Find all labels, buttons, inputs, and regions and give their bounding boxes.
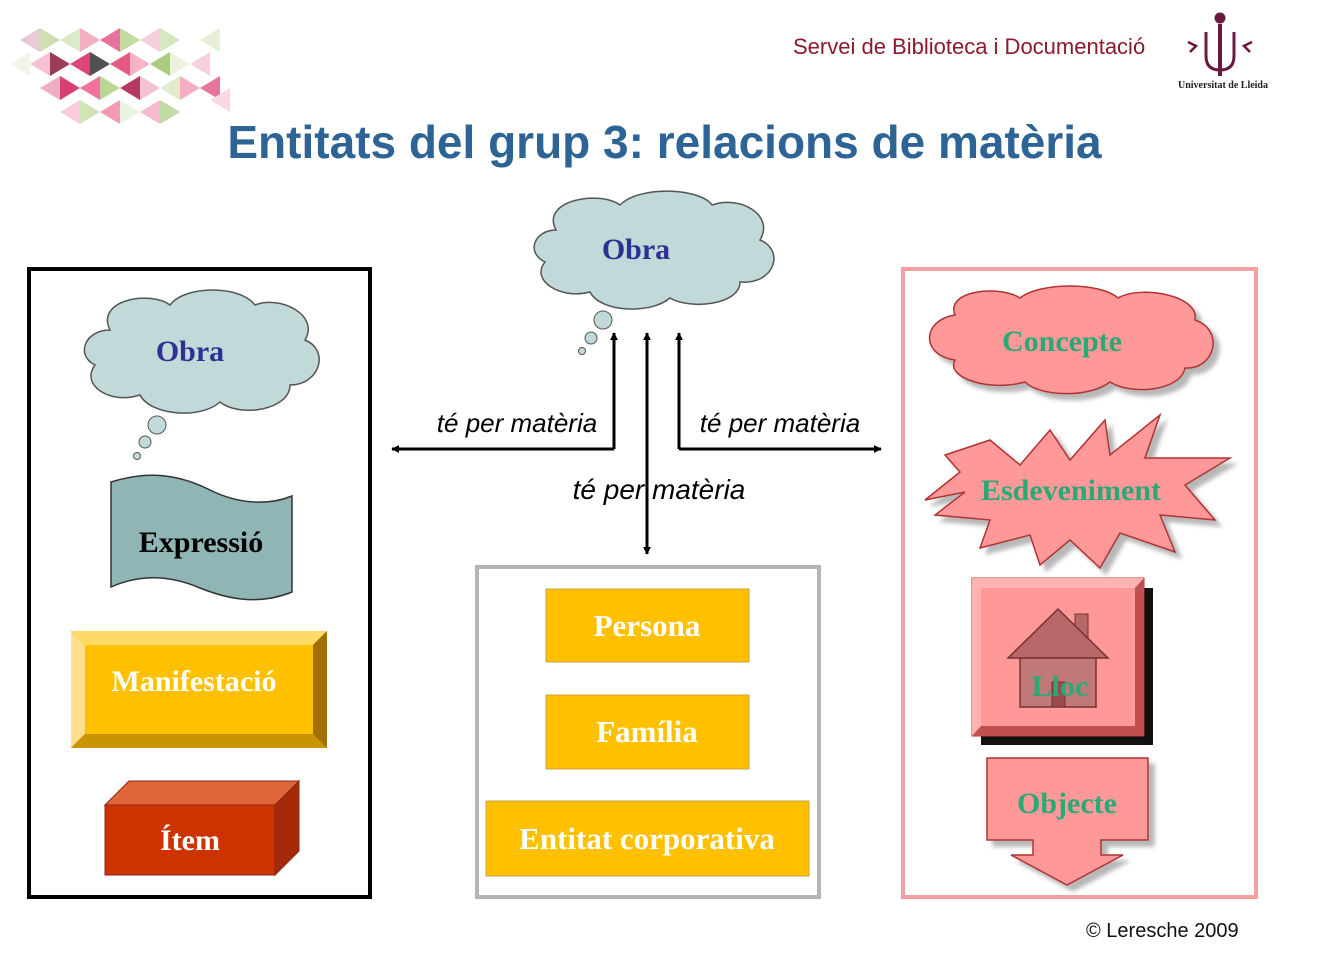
group2-box [475,565,821,899]
manifestacio-shape: Manifestació [71,631,327,748]
obra-label-left: Obra [156,335,224,368]
university-logo [1187,12,1253,76]
manifestacio-label: Manifestació [112,665,277,698]
relation-connectors [391,332,882,555]
group1-box [27,267,372,899]
objecte-shape: Objecte [986,757,1149,886]
mosaic-logo [10,28,230,124]
concepte-cloud: Concepte [928,285,1214,395]
relation-label-down: té per matèria [573,474,746,505]
entitat-corporativa-label: Entitat corporativa [519,821,775,856]
persona-box: Persona [545,588,750,663]
lloc-label: Lloc [1032,670,1089,703]
copyright-notice: © Leresche 2009 [1086,920,1239,942]
library-service-name: Servei de Biblioteca i Documentació [793,34,1146,59]
relation-label-left: té per matèria [437,408,597,438]
university-name: Universitat de Lleida [1178,80,1268,91]
esdeveniment-label: Esdeveniment [981,474,1161,507]
page-title: Entitats del grup 3: relacions de matèri… [227,116,1102,168]
concepte-label: Concepte [1002,325,1122,358]
obra-label-center: Obra [602,233,670,266]
familia-label: Família [596,714,698,749]
esdeveniment-burst: Esdeveniment [924,412,1233,570]
familia-box: Família [545,694,750,770]
entitat-corporativa-box: Entitat corporativa [485,800,810,877]
obra-cloud-center: Obra [533,190,775,355]
expressio-label: Expressió [139,526,263,559]
persona-label: Persona [594,608,701,643]
expressio-shape: Expressió [110,474,293,601]
objecte-label: Objecte [1017,787,1117,820]
item-shape: Ítem [103,779,301,877]
item-label: Ítem [160,824,220,857]
obra-cloud-left: Obra [83,289,320,460]
lloc-shape: Lloc [971,577,1153,745]
house-icon [1006,607,1110,708]
relation-label-right: té per matèria [700,408,860,438]
group3-box [901,267,1258,899]
